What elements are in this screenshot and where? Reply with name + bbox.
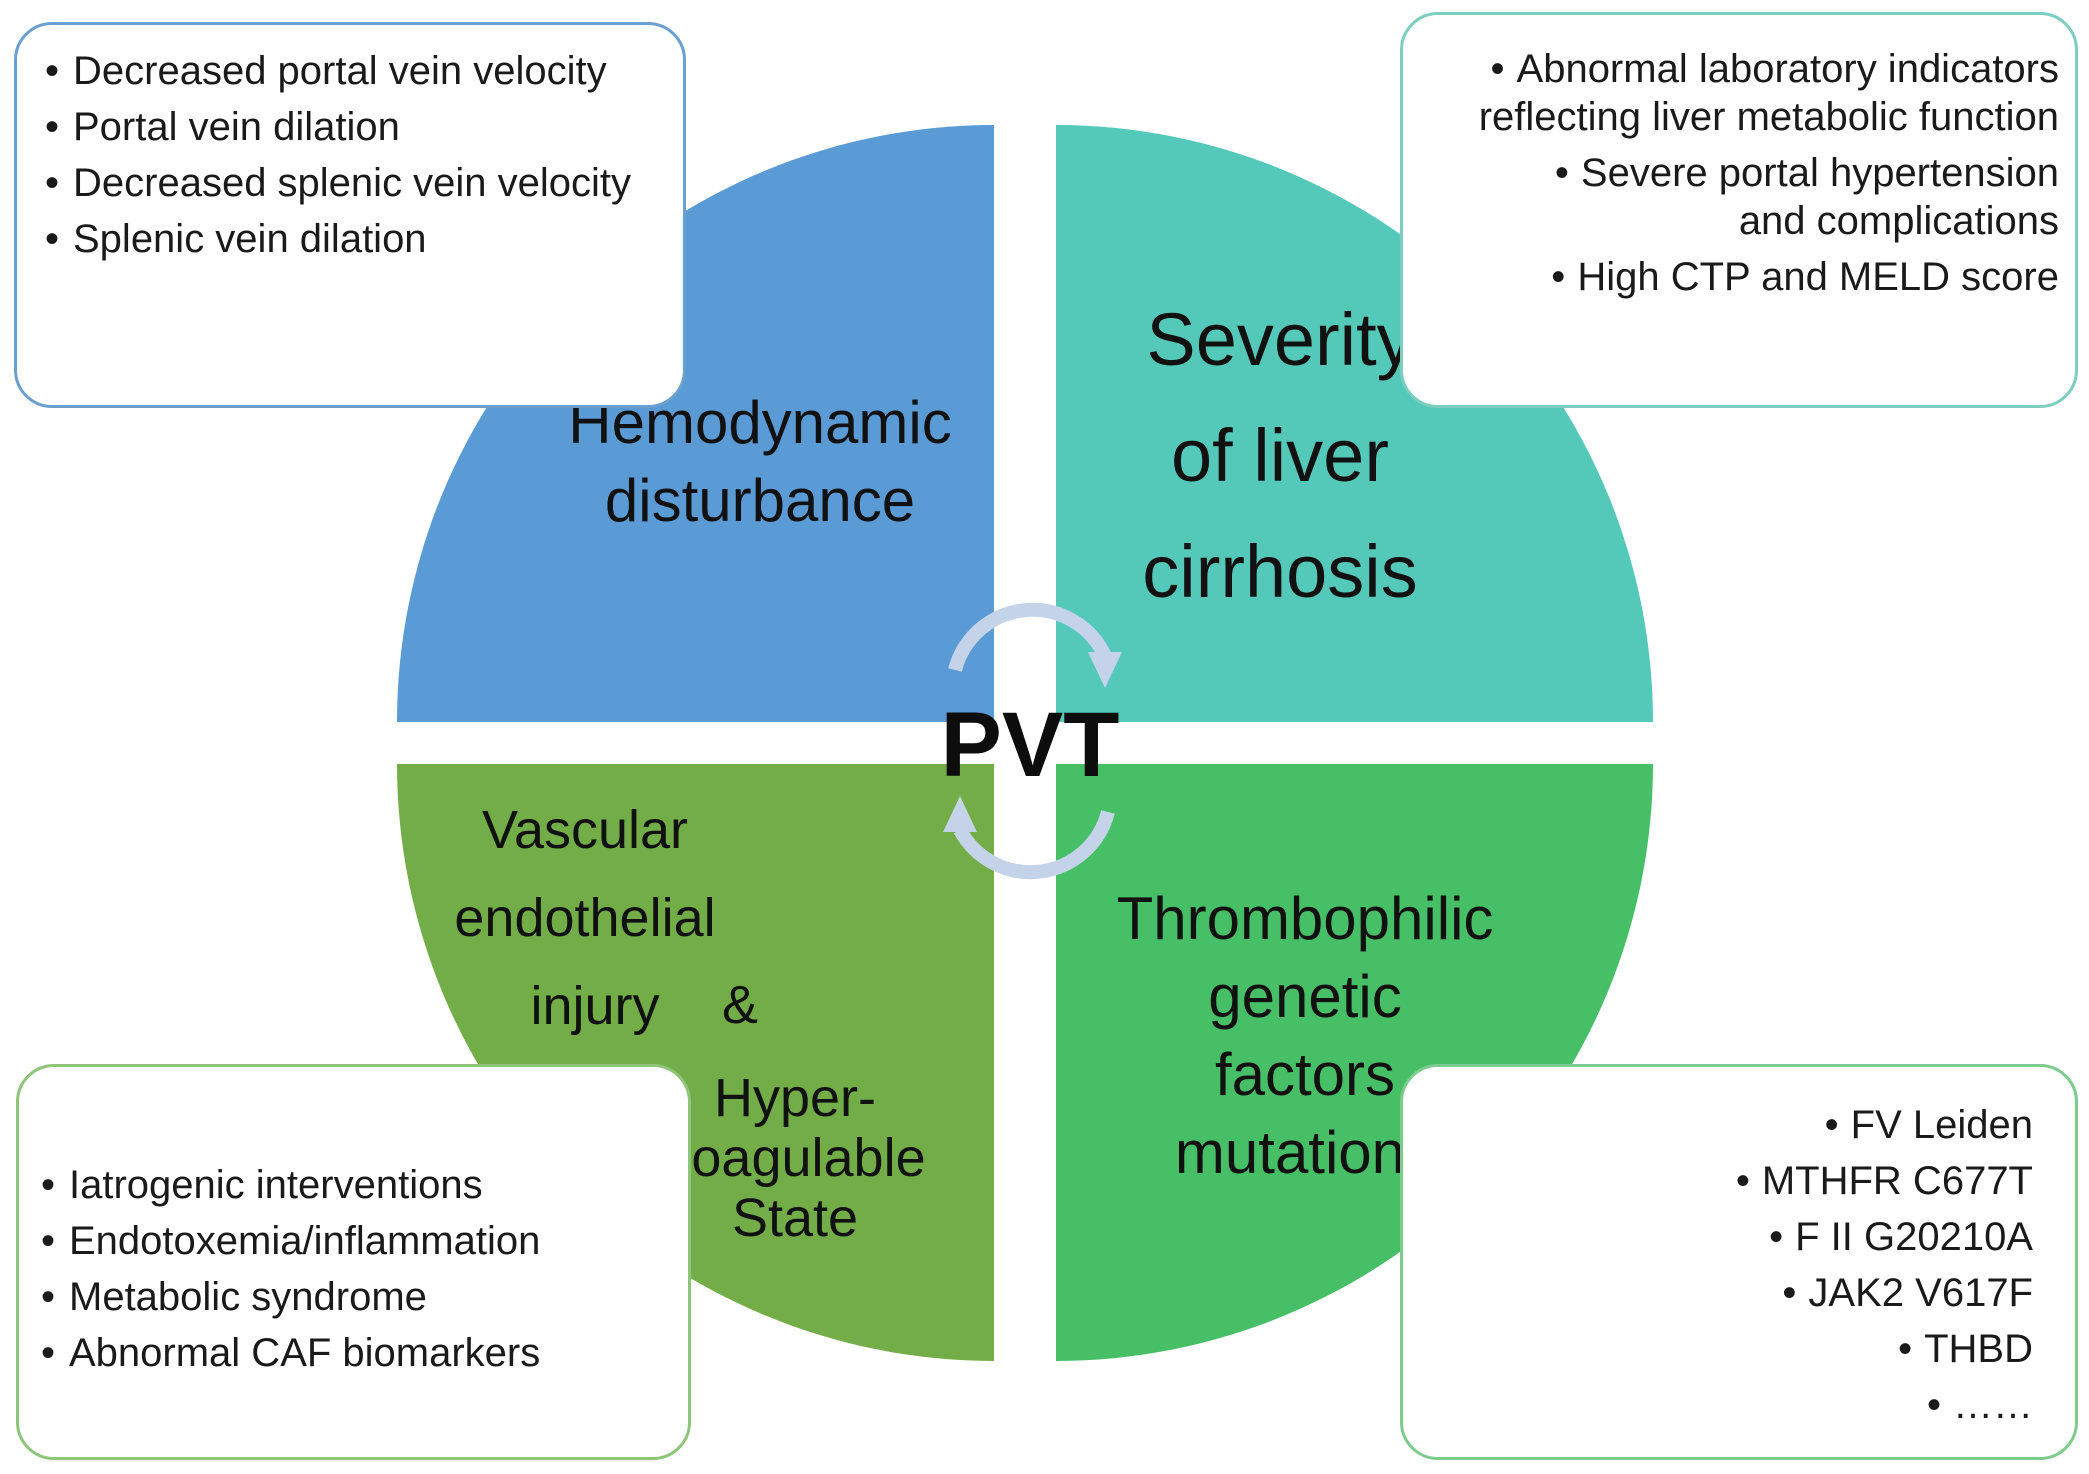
genetic-factors-list: •FV Leiden •MTHFR C677T •F II G20210A •J… bbox=[1403, 1101, 2033, 1429]
endothelial-factors-list: Iatrogenic interventions Endotoxemia/inf… bbox=[29, 1161, 676, 1377]
center-label-pvt: PVT bbox=[940, 694, 1120, 796]
endothelial-title-line-3: injury bbox=[530, 976, 660, 1036]
severity-title-line-3: cirrhosis bbox=[1142, 530, 1418, 613]
cycle-arrowhead-top bbox=[1088, 652, 1122, 688]
list-item: •FV Leiden bbox=[1403, 1101, 2033, 1149]
list-item-text: Severe portal hypertension and complicat… bbox=[1580, 151, 2059, 243]
hemodynamic-title-line-2: disturbance bbox=[604, 467, 916, 534]
hemodynamic-factors-list: Decreased portal vein velocity Portal ve… bbox=[33, 47, 671, 263]
thrombophilic-title-line-4: mutations bbox=[1174, 1119, 1436, 1186]
list-item: Metabolic syndrome bbox=[29, 1273, 676, 1321]
quadrant-thrombophilic bbox=[1056, 764, 1653, 1361]
quadrant-endothelial bbox=[397, 764, 994, 1361]
hypercoagulable-title: Hyper- coagulable State bbox=[630, 1068, 960, 1248]
list-item: Endotoxemia/inflammation bbox=[29, 1217, 676, 1265]
hypercoagulable-title-line-3: State bbox=[731, 1188, 859, 1248]
endothelial-title-line-1: Vascular bbox=[481, 800, 689, 860]
cycle-arrow-top bbox=[948, 602, 1112, 672]
endothelial-factors-box: Iatrogenic interventions Endotoxemia/inf… bbox=[16, 1064, 691, 1460]
hypercoagulable-title-line-1: Hyper- bbox=[713, 1068, 877, 1128]
bullet-icon: • bbox=[1824, 1103, 1839, 1147]
bullet-icon: • bbox=[1551, 255, 1566, 299]
severity-title: Severity of liver cirrhosis bbox=[1080, 282, 1480, 630]
list-item: Iatrogenic interventions bbox=[29, 1161, 676, 1209]
bullet-icon: • bbox=[1554, 151, 1569, 195]
list-item-text: THBD bbox=[1924, 1327, 2033, 1371]
severity-factors-box: •Abnormal laboratory indicators reflecti… bbox=[1400, 12, 2078, 408]
bullet-icon: • bbox=[1898, 1327, 1913, 1371]
list-item: •JAK2 V617F bbox=[1403, 1269, 2033, 1317]
thrombophilic-title-line-1: Thrombophilic bbox=[1116, 885, 1494, 952]
quadrant-hemodynamic bbox=[397, 125, 994, 722]
thrombophilic-title: Thrombophilic genetic factors mutations bbox=[1070, 880, 1540, 1192]
severity-factors-list: •Abnormal laboratory indicators reflecti… bbox=[1403, 45, 2059, 301]
list-item: Decreased portal vein velocity bbox=[33, 47, 671, 95]
hemodynamic-title: Hemodynamic disturbance bbox=[540, 384, 980, 540]
bullet-icon: • bbox=[1490, 47, 1505, 91]
bullet-icon: • bbox=[1735, 1159, 1750, 1203]
list-item-text: FV Leiden bbox=[1850, 1103, 2033, 1147]
hypercoagulable-title-line-2: coagulable bbox=[664, 1128, 926, 1188]
list-item-text: …… bbox=[1953, 1383, 2033, 1427]
severity-title-line-2: of liver bbox=[1171, 414, 1389, 497]
thrombophilic-title-line-2: genetic bbox=[1208, 963, 1402, 1030]
list-item-text: High CTP and MELD score bbox=[1577, 255, 2059, 299]
list-item: •MTHFR C677T bbox=[1403, 1157, 2033, 1205]
endothelial-title-line-2: endothelial bbox=[454, 888, 716, 948]
cycle-arrows-icon bbox=[943, 602, 1122, 880]
ampersand-connector: & bbox=[721, 975, 759, 1035]
bullet-icon: • bbox=[1926, 1383, 1941, 1427]
list-item: •High CTP and MELD score bbox=[1403, 253, 2059, 301]
list-item-text: Abnormal laboratory indicators reflectin… bbox=[1478, 47, 2059, 139]
bullet-icon: • bbox=[1782, 1271, 1797, 1315]
endothelial-title: Vascular endothelial injury bbox=[380, 786, 790, 1050]
bullet-icon: • bbox=[1769, 1215, 1784, 1259]
thrombophilic-title-line-3: factors bbox=[1214, 1041, 1396, 1108]
list-item: • …… bbox=[1403, 1381, 2033, 1429]
list-item: Abnormal CAF biomarkers bbox=[29, 1329, 676, 1377]
list-item: Splenic vein dilation bbox=[33, 215, 671, 263]
cycle-arrowhead-bottom bbox=[943, 796, 977, 832]
severity-title-line-1: Severity bbox=[1146, 298, 1414, 381]
cycle-arrow-bottom bbox=[953, 810, 1115, 880]
list-item: •Abnormal laboratory indicators reflecti… bbox=[1403, 45, 2059, 141]
list-item-text: F II G20210A bbox=[1795, 1215, 2033, 1259]
list-item: •Severe portal hypertension and complica… bbox=[1403, 149, 2059, 245]
hemodynamic-factors-box: Decreased portal vein velocity Portal ve… bbox=[14, 22, 686, 408]
list-item: Portal vein dilation bbox=[33, 103, 671, 151]
list-item: •THBD bbox=[1403, 1325, 2033, 1373]
list-item-text: MTHFR C677T bbox=[1761, 1159, 2033, 1203]
genetic-factors-box: •FV Leiden •MTHFR C677T •F II G20210A •J… bbox=[1400, 1064, 2078, 1460]
quadrant-severity bbox=[1056, 125, 1653, 722]
list-item-text: JAK2 V617F bbox=[1808, 1271, 2033, 1315]
list-item: •F II G20210A bbox=[1403, 1213, 2033, 1261]
list-item: Decreased splenic vein velocity bbox=[33, 159, 671, 207]
